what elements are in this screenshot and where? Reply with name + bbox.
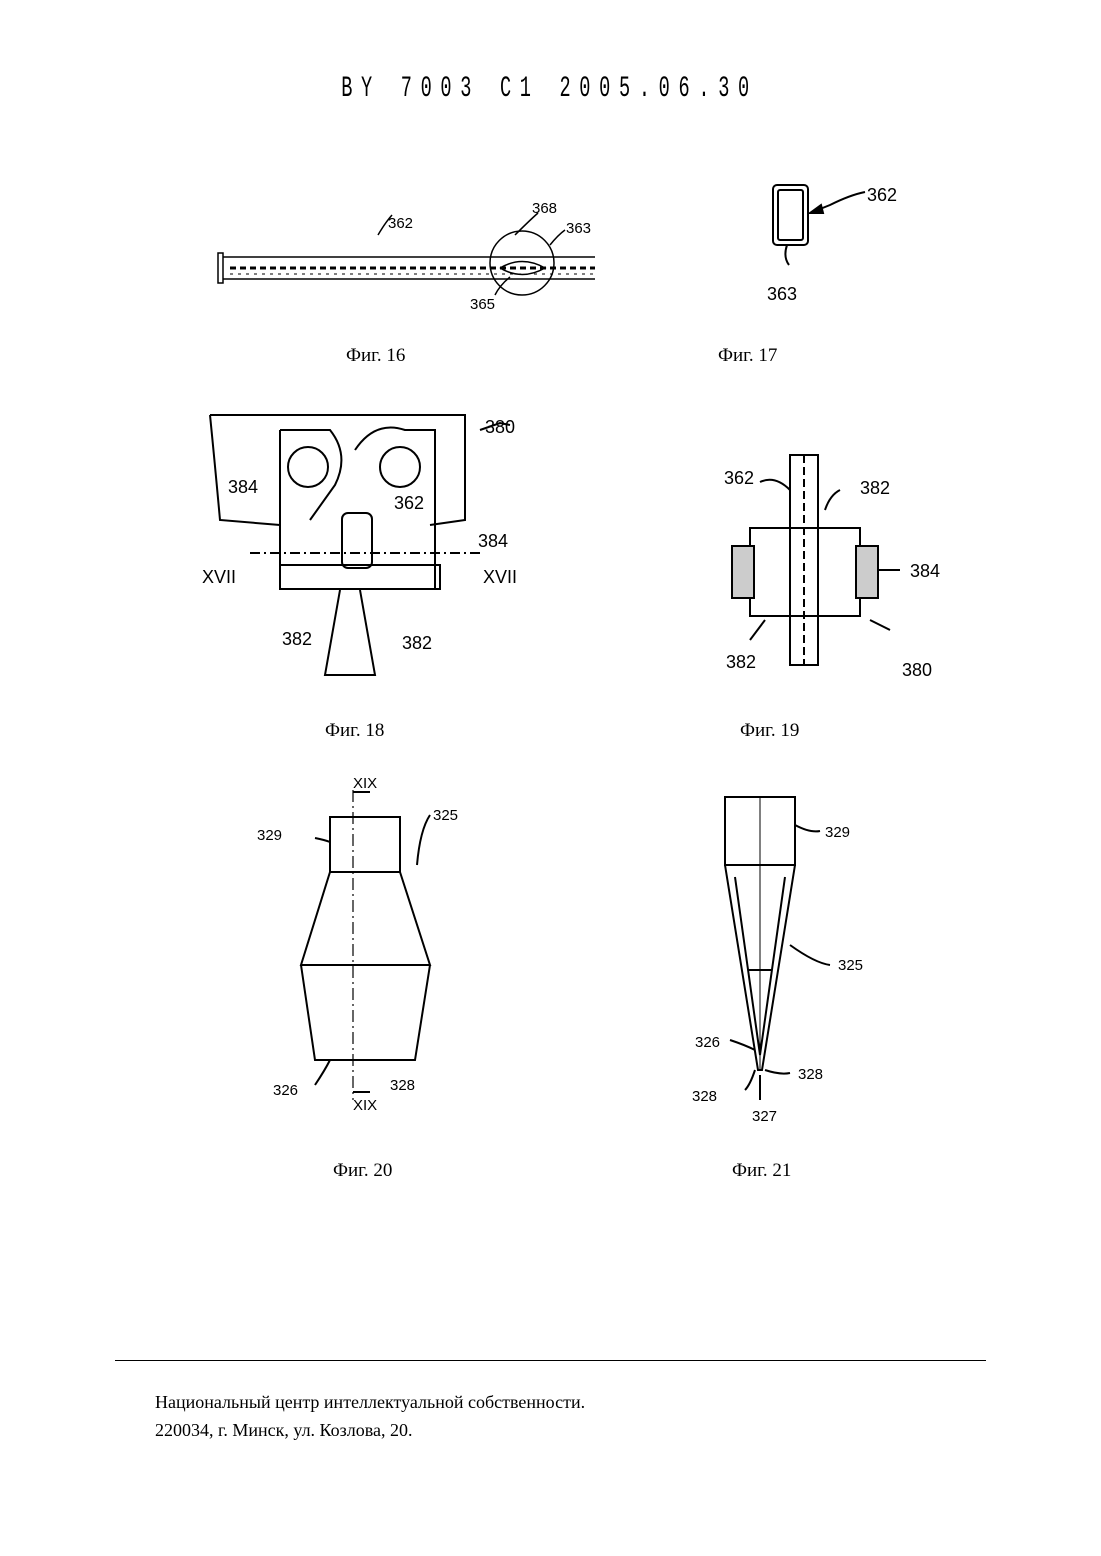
label-365: 365 xyxy=(470,296,495,313)
label-329: 329 xyxy=(825,824,850,841)
figure-17: 362 363 xyxy=(735,165,935,325)
figure-18: 380 384 362 384 XVII XVII 382 382 xyxy=(180,395,540,695)
label-380: 380 xyxy=(902,660,932,680)
label-382: 382 xyxy=(860,478,890,498)
label-325: 325 xyxy=(838,957,863,974)
label-384: 384 xyxy=(910,561,940,581)
label-384: 384 xyxy=(478,531,508,551)
label-325: 325 xyxy=(433,807,458,824)
label-328: 328 xyxy=(798,1066,823,1083)
label-327: 327 xyxy=(752,1108,777,1125)
label-368: 368 xyxy=(532,200,557,217)
document-header: BY 7003 C1 2005.06.30 xyxy=(208,72,891,106)
figure-18-caption: Фиг. 18 xyxy=(325,720,384,742)
footer-line-1: Национальный центр интеллектуальной собс… xyxy=(155,1388,585,1416)
label-326: 326 xyxy=(695,1034,720,1051)
figure-19-caption: Фиг. 19 xyxy=(740,720,799,742)
figure-16: 362 368 363 365 xyxy=(210,195,610,325)
label-328: 328 xyxy=(390,1077,415,1094)
label-326: 326 xyxy=(273,1082,298,1099)
label-362: 362 xyxy=(724,468,754,488)
label-380: 380 xyxy=(485,417,515,437)
label-xvii-right: XVII xyxy=(483,567,517,587)
label-362: 362 xyxy=(394,493,424,513)
figure-19: 362 382 384 382 380 xyxy=(710,450,960,690)
label-xvii-left: XVII xyxy=(202,567,236,587)
label-382: 382 xyxy=(282,629,312,649)
figure-17-caption: Фиг. 17 xyxy=(718,345,777,367)
figure-21-caption: Фиг. 21 xyxy=(732,1160,791,1182)
figure-20-caption: Фиг. 20 xyxy=(333,1160,392,1182)
figure-20: XIX 325 329 326 328 XIX xyxy=(245,770,485,1130)
label-xix-top: XIX xyxy=(353,775,377,792)
label-363: 363 xyxy=(566,220,591,237)
label-363: 363 xyxy=(767,284,797,304)
label-xix-bottom: XIX xyxy=(353,1097,377,1114)
label-329: 329 xyxy=(257,827,282,844)
footer-line-2: 220034, г. Минск, ул. Козлова, 20. xyxy=(155,1416,585,1444)
footer-divider xyxy=(115,1360,986,1361)
footer: Национальный центр интеллектуальной собс… xyxy=(155,1388,585,1444)
label-362: 362 xyxy=(867,185,897,205)
label-382: 382 xyxy=(402,633,432,653)
label-328: 328 xyxy=(692,1088,717,1105)
label-382: 382 xyxy=(726,652,756,672)
figure-16-caption: Фиг. 16 xyxy=(346,345,405,367)
label-362: 362 xyxy=(388,215,413,232)
figure-21: 329 325 326 328 328 327 xyxy=(680,785,900,1135)
label-384: 384 xyxy=(228,477,258,497)
